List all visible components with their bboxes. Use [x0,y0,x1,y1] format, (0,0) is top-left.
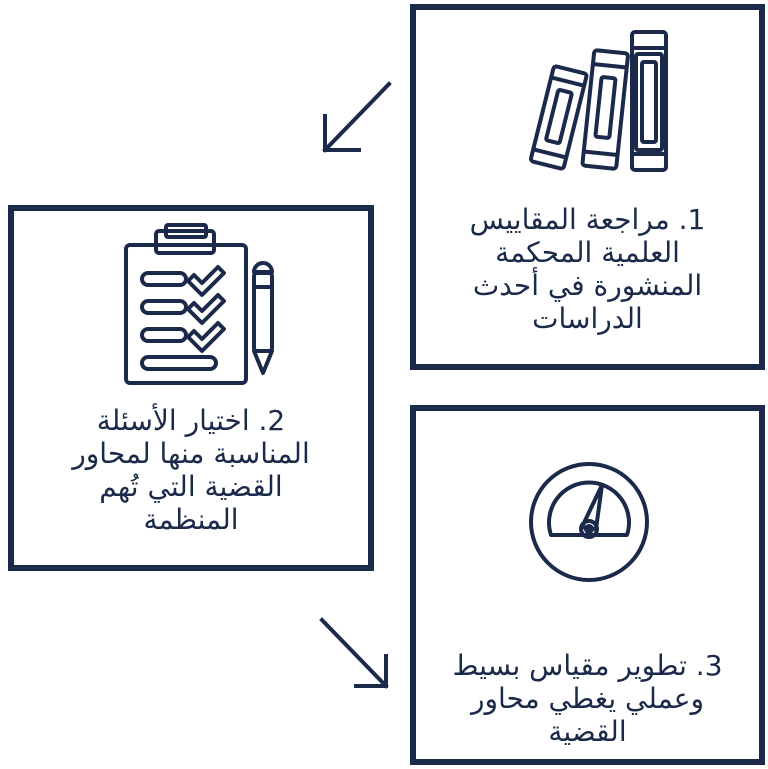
clipboard-checklist-icon [114,223,284,388]
arrow-step2-to-step3 [319,617,389,689]
arrow-step1-to-step2 [322,81,392,153]
step-1-label: 1. مراجعة المقاييس العلمية المحكمة المنش… [469,203,706,335]
gauge-icon [526,459,652,585]
books-icon [520,22,670,177]
step-2-label: 2. اختيار الأسئلة المناسبة منها لمحاور ا… [72,404,310,536]
step-3-box: 3. تطوير مقياس بسيط وعملي يغطي محاور الق… [410,405,765,765]
step-1-box: 1. مراجعة المقاييس العلمية المحكمة المنش… [410,4,765,370]
step-3-label: 3. تطوير مقياس بسيط وعملي يغطي محاور الق… [452,649,723,748]
step-2-box: 2. اختيار الأسئلة المناسبة منها لمحاور ا… [8,205,374,571]
